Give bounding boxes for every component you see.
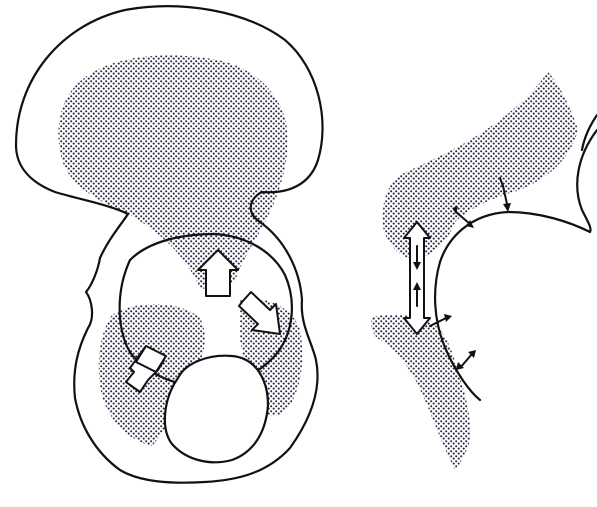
lower-cortical-stipple xyxy=(371,315,470,470)
right-bone-view xyxy=(371,72,597,470)
vertical-double-arrow xyxy=(404,222,430,334)
upper-stipple-region xyxy=(58,55,287,290)
left-bone-view xyxy=(16,6,323,482)
